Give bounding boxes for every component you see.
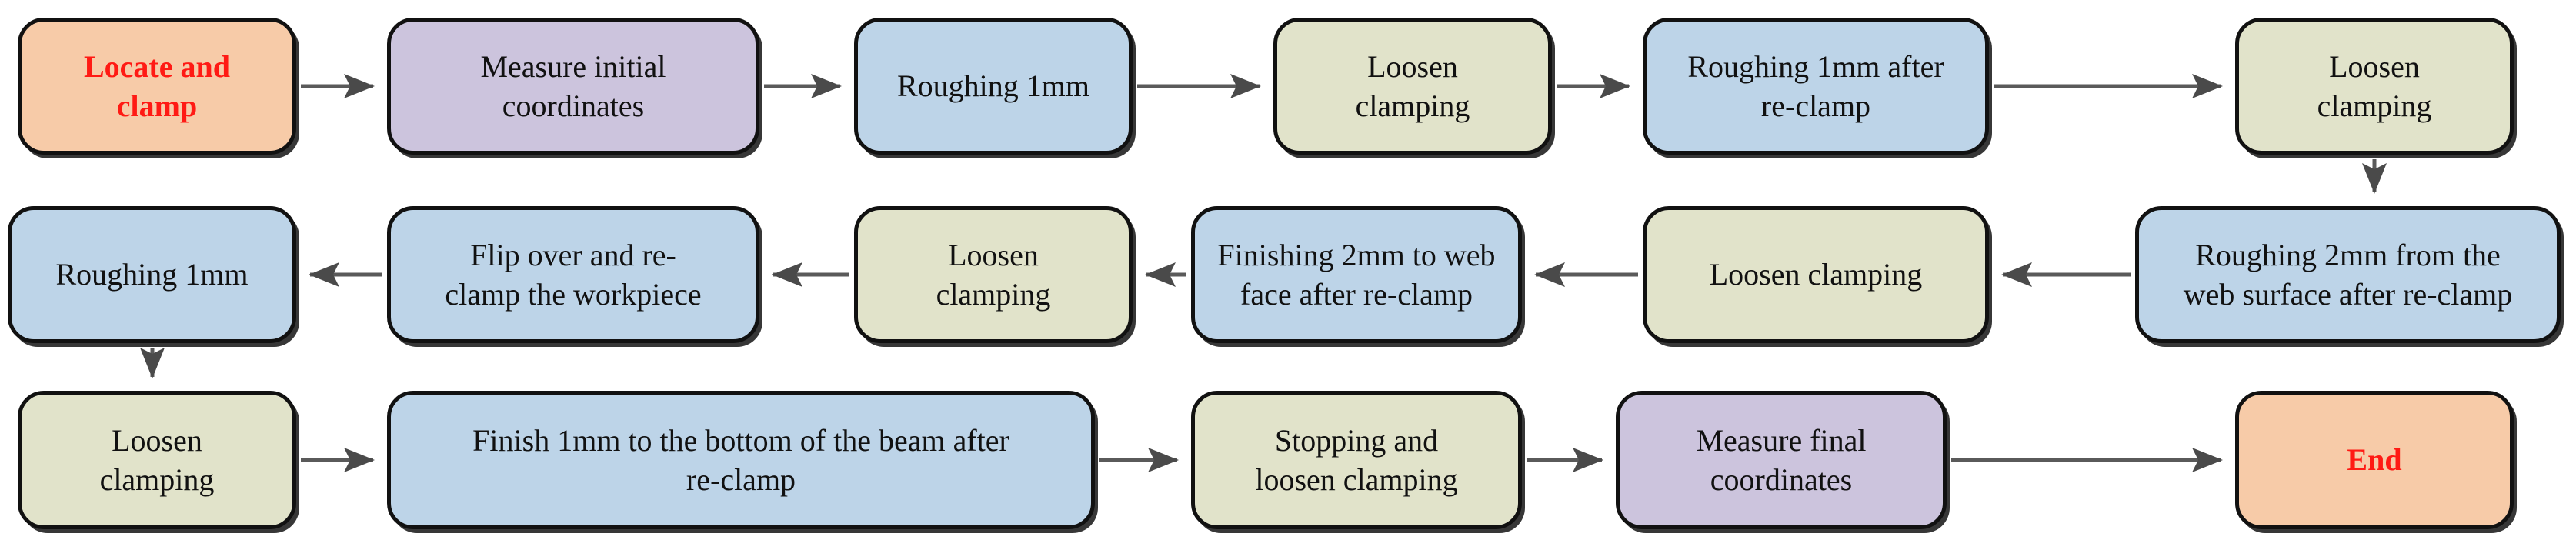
node-loosen-clamping-2[interactable]: Loosen clamping [2235, 18, 2514, 155]
node-label: Roughing 1mm after re-clamp [1687, 48, 1944, 123]
node-label: Roughing 2mm from the web surface after … [2183, 237, 2513, 312]
node-stopping-and-loosen-clamping[interactable]: Stopping and loosen clamping [1191, 391, 1522, 529]
node-label: Roughing 1mm [55, 257, 249, 292]
node-finish-1mm-beam-bottom[interactable]: Finish 1mm to the bottom of the beam aft… [387, 391, 1095, 529]
node-flip-over-and-re-clamp[interactable]: Flip over and re- clamp the workpiece [387, 206, 759, 343]
node-loosen-clamping-1[interactable]: Loosen clamping [1273, 18, 1552, 155]
node-label: Finish 1mm to the bottom of the beam aft… [472, 422, 1009, 497]
node-roughing-1mm-first[interactable]: Roughing 1mm [854, 18, 1133, 155]
node-loosen-clamping-3[interactable]: Loosen clamping [1643, 206, 1989, 343]
node-end[interactable]: End [2235, 391, 2514, 529]
node-roughing-1mm-second[interactable]: Roughing 1mm [8, 206, 296, 343]
node-label: Finishing 2mm to web face after re-clamp [1217, 237, 1496, 312]
node-finishing-2mm-web-face[interactable]: Finishing 2mm to web face after re-clamp [1191, 206, 1522, 343]
node-label: Loosen clamping [1355, 48, 1470, 123]
node-label: End [2347, 442, 2402, 478]
node-label: Loosen clamping [1709, 257, 1923, 292]
node-label: Loosen clamping [2317, 48, 2432, 123]
node-loosen-clamping-5[interactable]: Loosen clamping [18, 391, 296, 529]
node-label: Measure initial coordinates [480, 48, 666, 123]
node-locate-and-clamp[interactable]: Locate and clamp [18, 18, 296, 155]
node-label: Stopping and loosen clamping [1255, 422, 1458, 497]
node-label: Roughing 1mm [896, 68, 1090, 104]
node-measure-initial-coordinates[interactable]: Measure initial coordinates [387, 18, 759, 155]
node-label: Loosen clamping [99, 422, 215, 497]
node-label: Measure final coordinates [1696, 422, 1867, 497]
node-label: Flip over and re- clamp the workpiece [445, 237, 702, 312]
node-loosen-clamping-4[interactable]: Loosen clamping [854, 206, 1133, 343]
node-roughing-1mm-after-re-clamp[interactable]: Roughing 1mm after re-clamp [1643, 18, 1989, 155]
node-measure-final-coordinates[interactable]: Measure final coordinates [1616, 391, 1947, 529]
node-label: Loosen clamping [936, 237, 1051, 312]
node-label: Locate and clamp [84, 48, 230, 123]
node-roughing-2mm-web-surface[interactable]: Roughing 2mm from the web surface after … [2135, 206, 2561, 343]
